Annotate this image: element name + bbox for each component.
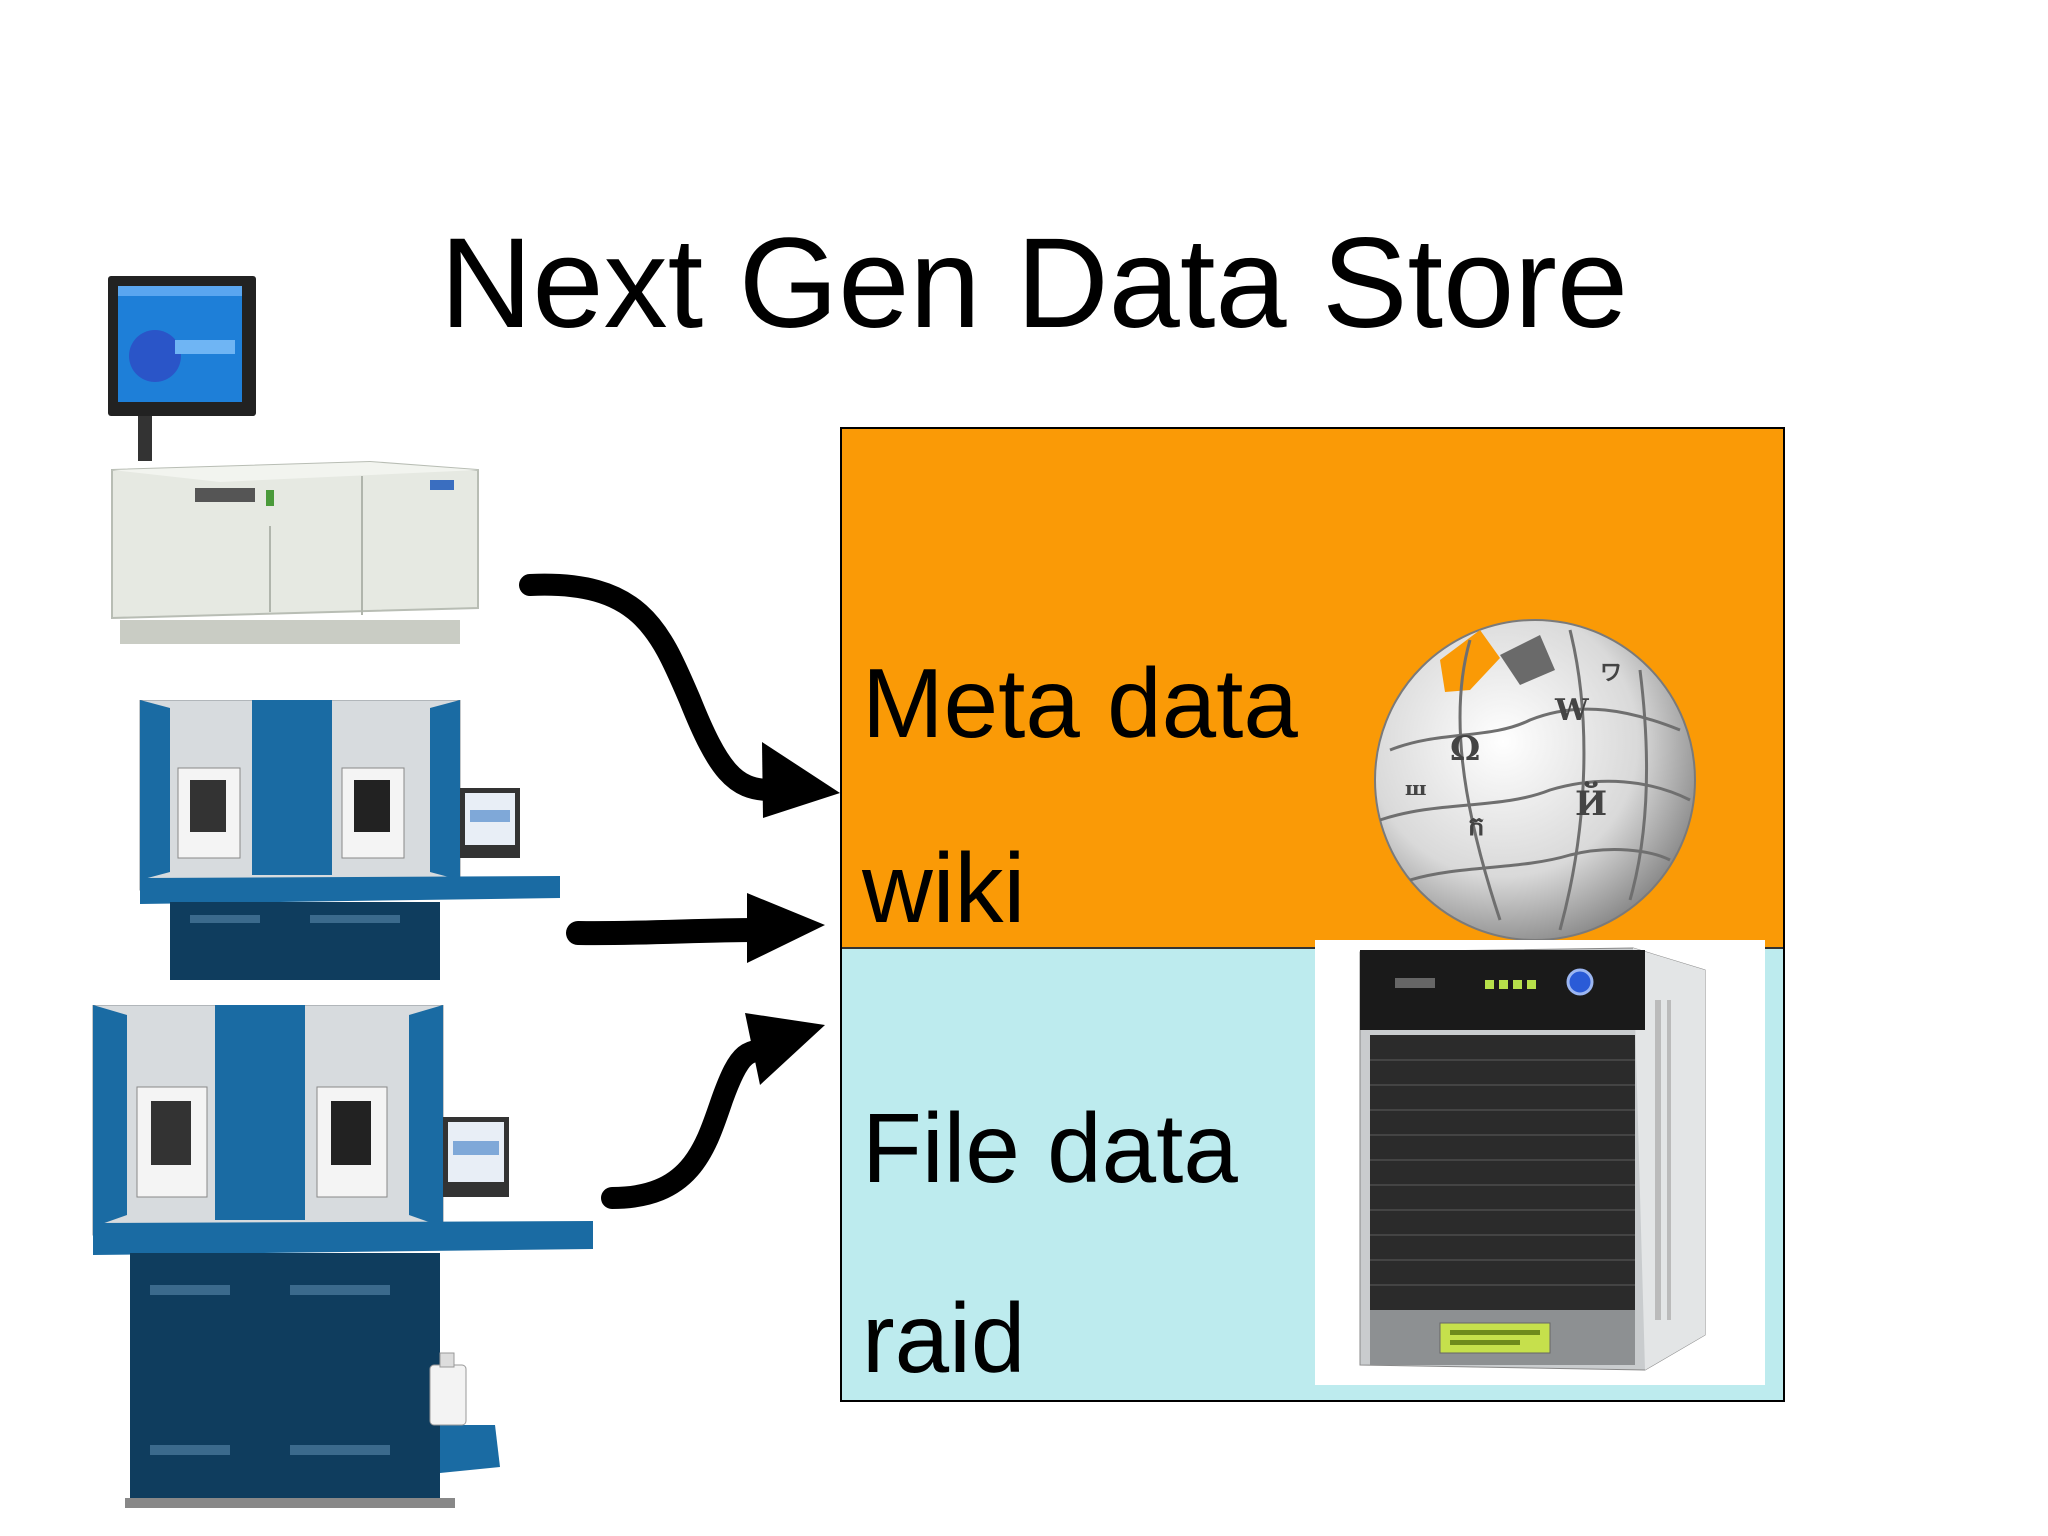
genome-analyzer-instrument-icon <box>139 700 560 980</box>
arrow-icon <box>762 742 840 818</box>
svg-text:ក: ក <box>1468 812 1485 842</box>
genome-analyzer-instrument-icon <box>92 1005 593 1508</box>
wikipedia-globe-icon: Ω W Й ក ワ ш <box>1374 619 1696 941</box>
file-data-label: File data <box>862 1093 1238 1203</box>
arrow-icon <box>601 1039 786 1209</box>
svg-text:ш: ш <box>1405 776 1427 800</box>
arrow-icon <box>519 573 781 801</box>
svg-text:ワ: ワ <box>1600 660 1622 686</box>
nas-server-icon <box>1315 940 1765 1385</box>
meta-data-label: Meta data <box>862 648 1298 758</box>
arrow-icon <box>745 1013 825 1085</box>
meta-wiki-label: wiki <box>862 833 1026 943</box>
svg-text:W: W <box>1554 693 1590 728</box>
svg-text:Ω: Ω <box>1450 729 1480 769</box>
page-title: Next Gen Data Store <box>439 212 1629 355</box>
svg-text:Й: Й <box>1575 781 1607 824</box>
file-raid-label: raid <box>862 1283 1026 1393</box>
arrow-icon <box>747 893 825 963</box>
arrow-icon <box>566 918 767 946</box>
sequencer-instrument-icon <box>108 276 479 644</box>
